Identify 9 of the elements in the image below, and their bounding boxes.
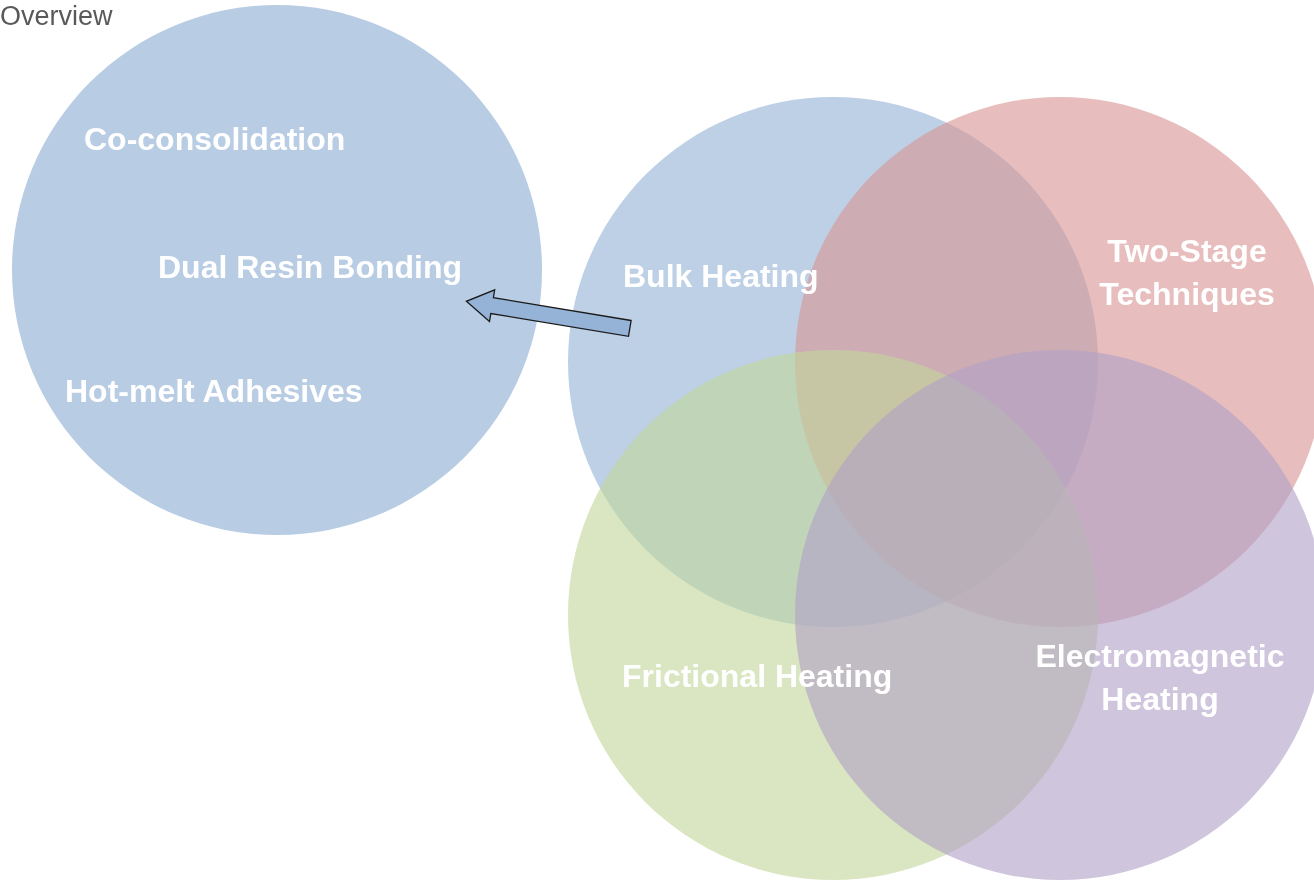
circle-label: Bulk Heating [623, 257, 819, 296]
circle-label: Frictional Heating [622, 657, 893, 696]
circle-label: Electromagnetic Heating [1034, 637, 1286, 719]
title: Overview [0, 0, 113, 33]
circle-label: Co-consolidation [84, 120, 346, 159]
circle-label: Two-Stage Techniques [1098, 232, 1276, 314]
block-arrow [465, 288, 632, 338]
circle-label: Hot-melt Adhesives [65, 372, 363, 411]
circle-label: Dual Resin Bonding [158, 248, 462, 287]
